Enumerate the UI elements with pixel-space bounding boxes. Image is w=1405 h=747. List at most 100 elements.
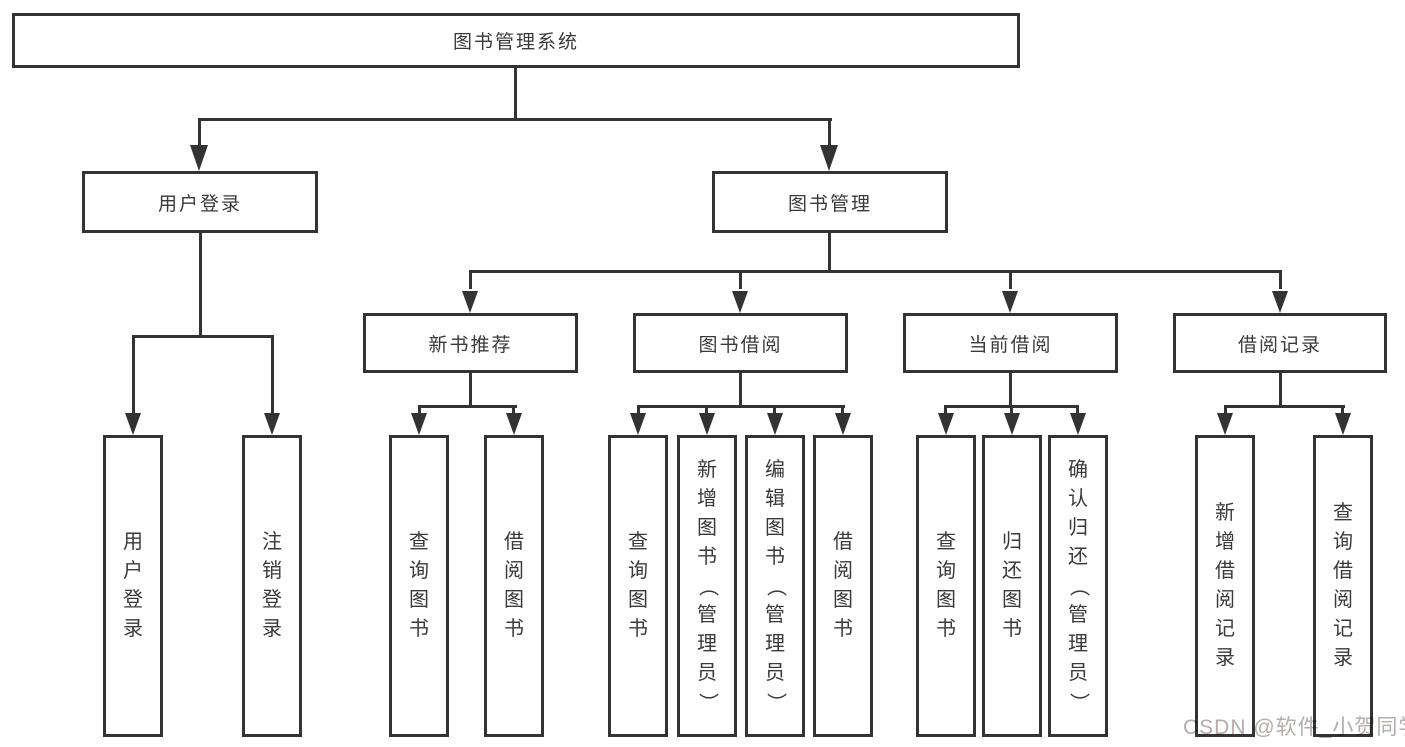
arrowhead-down-icon bbox=[506, 413, 522, 435]
leaf-logout: 注销登录 bbox=[242, 435, 302, 737]
arrowhead-down-icon bbox=[1272, 291, 1288, 313]
vertical-char: 询 bbox=[628, 560, 648, 582]
vertical-char: 录 bbox=[262, 618, 282, 640]
vertical-char: 管 bbox=[697, 603, 717, 626]
vertical-char: 图 bbox=[628, 589, 648, 611]
connector-line bbox=[1076, 408, 1079, 415]
connector-line bbox=[841, 408, 844, 415]
node-new-book-recommend: 新书推荐 bbox=[363, 313, 578, 373]
connector-line bbox=[271, 338, 274, 413]
vertical-char: 书 bbox=[409, 618, 429, 640]
connector-line bbox=[132, 335, 274, 338]
vertical-char: 管 bbox=[1068, 603, 1088, 626]
arrowhead-down-icon bbox=[835, 413, 851, 435]
connector-line bbox=[1279, 273, 1282, 289]
vertical-char: 图 bbox=[697, 516, 717, 539]
node-borrowing-records: 借阅记录 bbox=[1173, 313, 1387, 373]
connector-line bbox=[1010, 408, 1013, 415]
leaf-return-book: 归还图书 bbox=[982, 435, 1042, 737]
vertical-char: 理 bbox=[697, 632, 717, 655]
arrowhead-down-icon bbox=[767, 413, 783, 435]
connector-line bbox=[773, 408, 776, 415]
connector-line bbox=[828, 233, 831, 270]
vertical-char: 录 bbox=[1333, 647, 1353, 669]
vertical-char: 书 bbox=[697, 545, 717, 568]
connector-line bbox=[418, 408, 421, 415]
vertical-char: 管 bbox=[765, 603, 785, 626]
arrowhead-down-icon bbox=[1217, 413, 1233, 435]
connector-line bbox=[1341, 408, 1344, 415]
connector-line bbox=[637, 408, 640, 415]
arrowhead-down-icon bbox=[630, 413, 646, 435]
vertical-char: 认 bbox=[1068, 487, 1088, 510]
vertical-char: 理 bbox=[765, 632, 785, 655]
vertical-char: 询 bbox=[1333, 531, 1353, 553]
leaf-query-borrow-record: 查询借阅记录 bbox=[1313, 435, 1373, 737]
arrowhead-down-icon bbox=[411, 413, 427, 435]
arrowhead-down-icon bbox=[1335, 413, 1351, 435]
vertical-char: 书 bbox=[504, 618, 524, 640]
vertical-char: 还 bbox=[1068, 545, 1088, 568]
connector-line bbox=[198, 121, 201, 147]
vertical-char: 借 bbox=[1333, 560, 1353, 582]
vertical-char: 查 bbox=[409, 531, 429, 553]
vertical-char: 图 bbox=[409, 589, 429, 611]
vertical-char: 图 bbox=[504, 589, 524, 611]
leaf-user-login: 用户登录 bbox=[103, 435, 163, 737]
node-label: 当前借阅 bbox=[968, 334, 1053, 356]
node-label: 用户登录 bbox=[157, 193, 242, 215]
vertical-char: 归 bbox=[1002, 531, 1022, 553]
vertical-char: 记 bbox=[1215, 618, 1235, 640]
vertical-char: 还 bbox=[1002, 560, 1022, 582]
arrowhead-down-icon bbox=[1002, 291, 1018, 313]
connector-line bbox=[1224, 408, 1227, 415]
vertical-char: 增 bbox=[1215, 531, 1235, 553]
vertical-char: 借 bbox=[1215, 560, 1235, 582]
vertical-char: 查 bbox=[936, 531, 956, 553]
connector-line bbox=[944, 408, 947, 415]
vertical-char: 员 bbox=[1068, 661, 1088, 684]
connector-line bbox=[1009, 273, 1012, 289]
vertical-char: 阅 bbox=[833, 560, 853, 582]
leaf-add-borrow-record: 新增借阅记录 bbox=[1195, 435, 1255, 737]
arrowhead-down-icon bbox=[1004, 413, 1020, 435]
vertical-char: 登 bbox=[123, 589, 143, 611]
vertical-char: 员 bbox=[765, 661, 785, 684]
connector-line bbox=[132, 338, 135, 413]
connector-line bbox=[739, 273, 742, 289]
vertical-char: ） bbox=[696, 692, 719, 712]
node-root: 图书管理系统 bbox=[12, 13, 1020, 68]
connector-line bbox=[1279, 373, 1282, 405]
vertical-char: （ bbox=[1067, 576, 1090, 596]
vertical-char: 编 bbox=[765, 458, 785, 481]
connector-line bbox=[199, 233, 202, 335]
arrowhead-down-icon bbox=[938, 413, 954, 435]
vertical-char: 阅 bbox=[504, 560, 524, 582]
arrowhead-down-icon bbox=[820, 145, 838, 171]
arrowhead-down-icon bbox=[732, 291, 748, 313]
vertical-char: ） bbox=[764, 692, 787, 712]
leaf-borrow-books: 借阅图书 bbox=[813, 435, 873, 737]
connector-line bbox=[944, 405, 1079, 408]
node-label: 图书借阅 bbox=[698, 334, 783, 356]
vertical-char: 图 bbox=[936, 589, 956, 611]
vertical-char: 用 bbox=[123, 531, 143, 553]
node-user-login: 用户登录 bbox=[82, 171, 318, 233]
leaf-confirm-return-admin: 确认归还（管理员） bbox=[1048, 435, 1108, 737]
connector-line bbox=[1009, 373, 1012, 405]
vertical-char: 借 bbox=[504, 531, 524, 553]
connector-line bbox=[705, 408, 708, 415]
watermark: CSDN @软件_小贺同学 bbox=[1183, 716, 1405, 739]
vertical-char: 确 bbox=[1068, 458, 1088, 481]
connector-line bbox=[469, 270, 1282, 273]
vertical-char: 注 bbox=[262, 531, 282, 553]
vertical-char: 图 bbox=[833, 589, 853, 611]
vertical-char: 图 bbox=[765, 516, 785, 539]
vertical-char: 增 bbox=[697, 487, 717, 510]
vertical-char: 登 bbox=[262, 589, 282, 611]
vertical-char: 阅 bbox=[1215, 589, 1235, 611]
vertical-char: 书 bbox=[765, 545, 785, 568]
connector-line bbox=[198, 118, 832, 121]
vertical-char: 查 bbox=[1333, 502, 1353, 524]
vertical-char: 书 bbox=[833, 618, 853, 640]
